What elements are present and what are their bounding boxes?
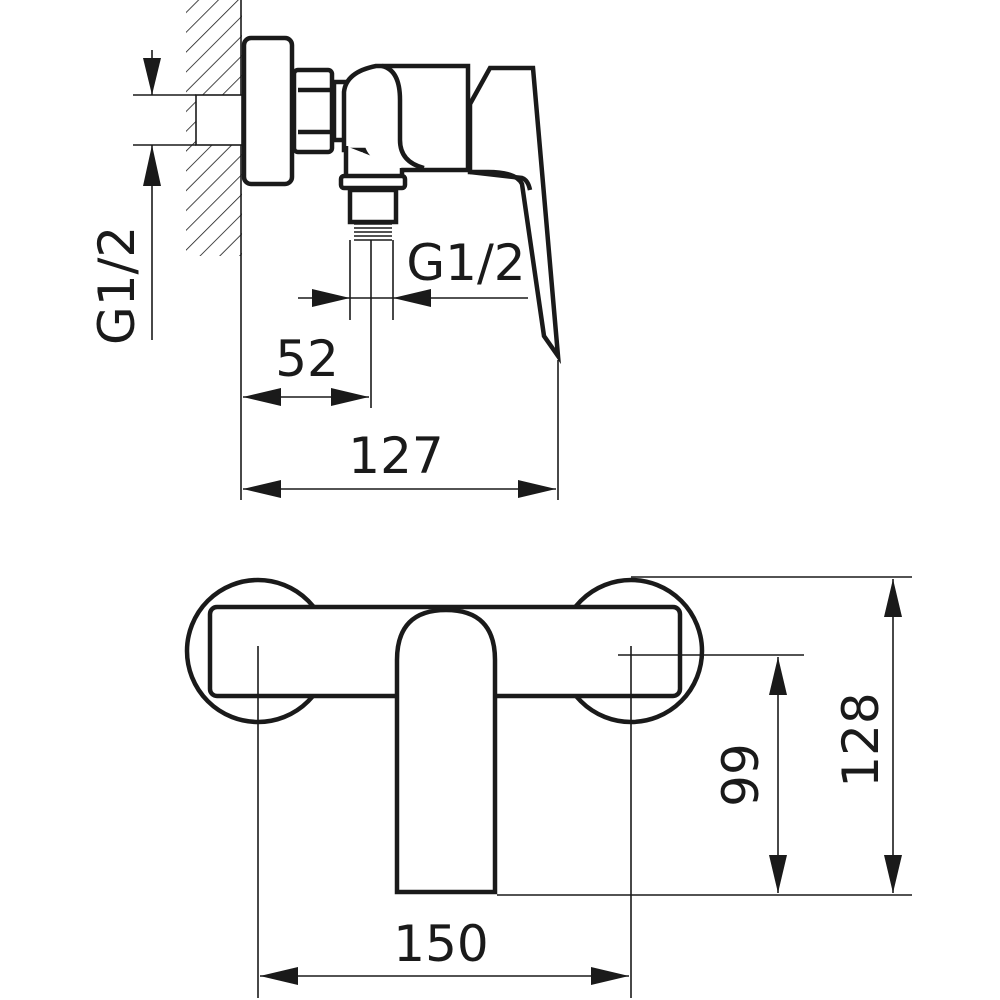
side-view: G1/2 G1/2 52 127 bbox=[88, 0, 561, 500]
inlet-pipe bbox=[195, 94, 243, 146]
dimension-52: 52 bbox=[243, 240, 372, 408]
dimension-128-label: 128 bbox=[832, 692, 890, 787]
thread-vertical-label: G1/2 bbox=[88, 226, 146, 345]
wall-flange bbox=[241, 35, 295, 187]
dimension-127: 127 bbox=[243, 427, 556, 498]
outlet-ring bbox=[338, 173, 408, 191]
dimension-99-label: 99 bbox=[712, 743, 770, 807]
outlet-thread bbox=[354, 223, 392, 241]
thread-vertical-dimension: G1/2 bbox=[88, 50, 196, 345]
dimension-99: 99 bbox=[712, 657, 787, 893]
outlet-fitting bbox=[347, 187, 399, 225]
thread-horizontal-dimension: G1/2 bbox=[298, 234, 528, 320]
dimension-52-label: 52 bbox=[275, 330, 339, 388]
dimension-128: 128 bbox=[832, 579, 902, 893]
handle-edge bbox=[469, 169, 533, 191]
dimension-150: 150 bbox=[260, 915, 629, 985]
dimension-127-label: 127 bbox=[348, 427, 443, 485]
body-recess bbox=[381, 63, 425, 171]
thread-horizontal-label: G1/2 bbox=[406, 234, 525, 292]
top-view: 150 99 128 bbox=[184, 576, 912, 998]
top-handle bbox=[394, 607, 498, 895]
handle-lever bbox=[467, 65, 561, 365]
dimension-150-label: 150 bbox=[393, 915, 488, 973]
hex-nut bbox=[291, 67, 335, 155]
